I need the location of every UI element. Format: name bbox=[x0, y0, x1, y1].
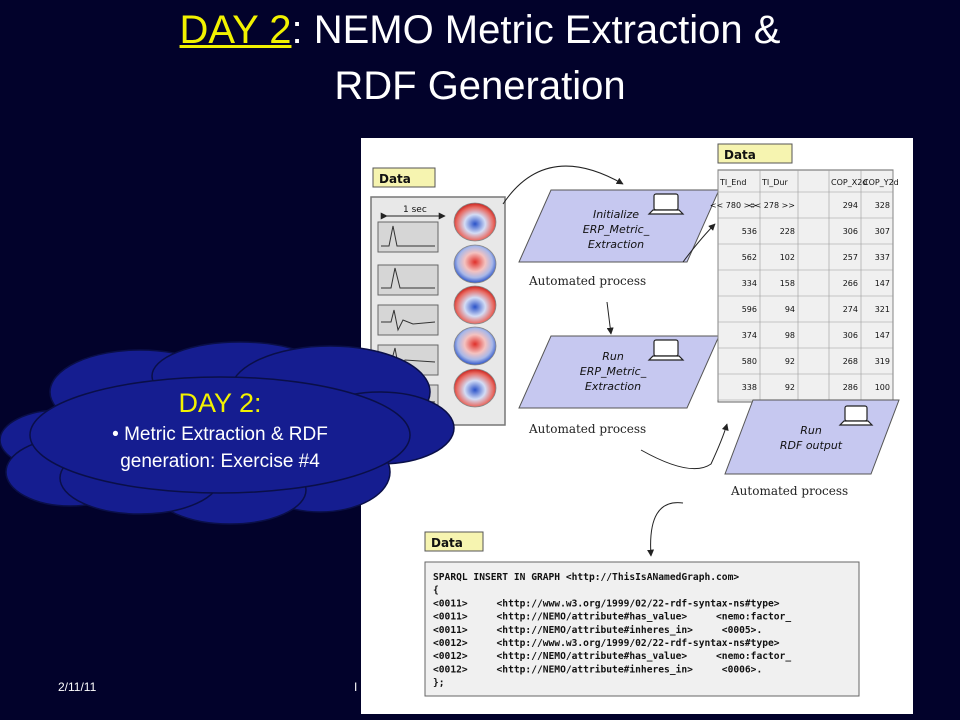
data-label-box-left bbox=[372, 167, 436, 188]
process-2-line-2: ERP_Metric_ bbox=[580, 365, 647, 378]
table-cell: 228 bbox=[780, 227, 795, 236]
data-label-right: Data bbox=[724, 148, 756, 162]
table-cell: 94 bbox=[785, 305, 795, 314]
table-cell: 266 bbox=[843, 279, 858, 288]
automated-label-3: Automated process bbox=[730, 484, 848, 498]
title-line-1-rest: : NEMO Metric Extraction & bbox=[291, 8, 781, 52]
slide-title: DAY 2: NEMO Metric Extraction & RDF Gene… bbox=[0, 2, 960, 114]
waveform-scale-label: 1 sec bbox=[403, 205, 427, 215]
table-cell: 147 bbox=[875, 331, 890, 340]
table-cell: 92 bbox=[785, 357, 795, 366]
sparql-line: <0012> <http://www.w3.org/1999/02/22-rdf… bbox=[433, 638, 780, 649]
sparql-box bbox=[424, 561, 860, 697]
title-highlight: DAY 2 bbox=[179, 8, 292, 52]
laptop-icon bbox=[647, 193, 685, 215]
sparql-line: <0011> <http://NEMO/attribute#inheres_in… bbox=[433, 624, 762, 636]
cloud-bullet-line-2: generation: Exercise #4 bbox=[120, 451, 320, 472]
table-header-cell: TI_Dur bbox=[761, 178, 788, 187]
table-cell: 334 bbox=[742, 279, 757, 288]
process-1-line-3: Extraction bbox=[588, 238, 644, 251]
title-line-2: RDF Generation bbox=[334, 64, 626, 108]
sparql-line: }; bbox=[433, 678, 445, 689]
data-label-box-right bbox=[717, 143, 793, 164]
table-header-cell: TI_End bbox=[719, 178, 746, 187]
arrow-run-to-rdf bbox=[640, 423, 729, 470]
sparql-line: <0011> <http://www.w3.org/1999/02/22-rdf… bbox=[433, 598, 780, 609]
table-cell: 147 bbox=[875, 279, 890, 288]
arrow-to-table bbox=[682, 223, 716, 263]
footer-date: 2/11/11 bbox=[58, 680, 97, 694]
data-label-box-bottom bbox=[424, 531, 484, 552]
process-3-line-1: Run bbox=[800, 424, 822, 437]
table-cell: 100 bbox=[875, 383, 890, 392]
table-cell: 596 bbox=[742, 305, 757, 314]
day2-cloud-callout bbox=[0, 341, 455, 525]
table-cell: 307 bbox=[875, 227, 890, 236]
process-2-line-1: Run bbox=[602, 350, 624, 363]
table-cell: 306 bbox=[843, 227, 858, 236]
footer-fragment: I bbox=[354, 680, 358, 694]
table-cell: 268 bbox=[843, 357, 858, 366]
process-2-line-3: Extraction bbox=[585, 380, 641, 393]
title-line-1: DAY 2: NEMO Metric Extraction & bbox=[0, 2, 960, 58]
arrow-init-to-run bbox=[606, 301, 614, 335]
cloud-heading: DAY 2: bbox=[178, 388, 262, 418]
table-cell: 562 bbox=[742, 253, 757, 262]
data-label-bottom: Data bbox=[431, 536, 463, 550]
sparql-line: <0012> <http://NEMO/attribute#has_value>… bbox=[433, 650, 791, 662]
arrow-data-to-init bbox=[502, 165, 624, 205]
table-cell: 536 bbox=[742, 227, 757, 236]
arrow-rdf-to-sparql bbox=[647, 502, 684, 557]
table-cell: 338 bbox=[742, 383, 757, 392]
table-cell: 319 bbox=[875, 357, 890, 366]
laptop-icon bbox=[838, 405, 874, 426]
table-cell: 294 bbox=[843, 201, 858, 210]
table-cell: 580 bbox=[742, 357, 757, 366]
table-cell: << 278 >> bbox=[748, 201, 795, 210]
laptop-icon bbox=[647, 339, 685, 361]
table-header-cell: COP_X2d bbox=[831, 178, 867, 187]
process-3-line-2: RDF output bbox=[780, 439, 843, 452]
table-cell: << 780 >> bbox=[710, 201, 757, 210]
waveform-scale: 1 sec bbox=[380, 205, 446, 220]
table-cell: 306 bbox=[843, 331, 858, 340]
table-cell: 286 bbox=[843, 383, 858, 392]
table-header-cell: COP_Y2d bbox=[863, 178, 899, 187]
table-cell: 328 bbox=[875, 201, 890, 210]
sparql-code: SPARQL INSERT IN GRAPH <http://ThisIsANa… bbox=[433, 571, 791, 689]
sparql-line: <0011> <http://NEMO/attribute#has_value>… bbox=[433, 611, 791, 623]
table-cell: 274 bbox=[843, 305, 858, 314]
data-label-left: Data bbox=[379, 172, 411, 186]
table-cell: 98 bbox=[785, 331, 795, 340]
workflow-figure: Data 1 sec Initi bbox=[361, 138, 913, 714]
table-cell: 257 bbox=[843, 253, 858, 262]
automated-label-2: Automated process bbox=[528, 422, 646, 436]
topo-maps bbox=[453, 202, 497, 408]
cloud-text: DAY 2: • Metric Extraction & RDF generat… bbox=[45, 385, 395, 475]
process-run-rdf bbox=[724, 399, 900, 475]
sparql-line: SPARQL INSERT IN GRAPH <http://ThisIsANa… bbox=[433, 571, 739, 583]
workflow-diagram: Data 1 sec Initi bbox=[370, 143, 900, 697]
process-1-line-2: ERP_Metric_ bbox=[583, 223, 650, 236]
table-cell: 321 bbox=[875, 305, 890, 314]
automated-label-1: Automated process bbox=[528, 274, 646, 288]
table-cell: 374 bbox=[742, 331, 757, 340]
table-cell: 92 bbox=[785, 383, 795, 392]
sparql-line: <0012> <http://NEMO/attribute#inheres_in… bbox=[433, 663, 762, 675]
process-1-line-1: Initialize bbox=[593, 208, 639, 221]
cloud-bullet-line-1: • Metric Extraction & RDF bbox=[112, 424, 328, 445]
table-cell: 158 bbox=[780, 279, 795, 288]
table-cell: 102 bbox=[780, 253, 795, 262]
table-cell: 337 bbox=[875, 253, 890, 262]
sparql-line: { bbox=[433, 585, 439, 596]
